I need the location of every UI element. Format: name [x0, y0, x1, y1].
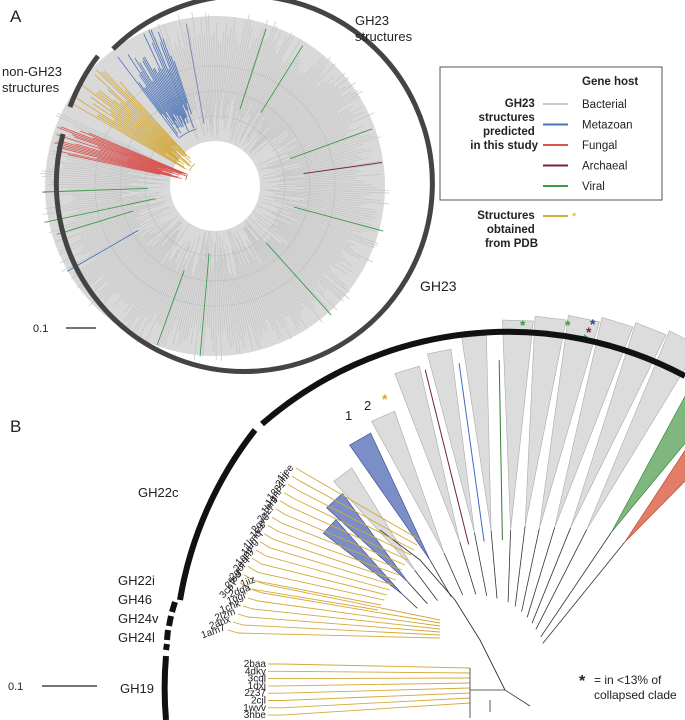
fan-tree-panel-b: *******1jee2ihl13811ghl1hhl2z2f2gv01lzs1…: [200, 314, 685, 720]
pdb-id-label: 1am7: [200, 622, 228, 641]
clade-number-2: 2: [364, 398, 371, 413]
circular-tree-panel-a: [40, 12, 390, 362]
collapsed-clade-11: [371, 410, 445, 554]
clade-marker-6: *: [382, 391, 388, 407]
metazoan-clade: [117, 29, 197, 139]
gh24v-arc: [164, 629, 171, 641]
highlight-branch-5: [265, 242, 332, 316]
highlight-branch-1: [260, 45, 304, 113]
footnote-star: *: [579, 673, 586, 690]
legend-pdb-star: *: [572, 211, 577, 223]
gh19-arc: [161, 655, 169, 720]
gh22i-family-label: GH22i: [118, 573, 155, 588]
highlight-branch-4: [293, 206, 384, 232]
collapsed-clade-0: [624, 449, 685, 543]
panel-a-scale-label: 0.1: [33, 323, 48, 335]
single-leaf-0: [498, 360, 503, 541]
legend-label-fungal: Fungal: [582, 140, 617, 152]
non-gh23-structures-label: non-GH23 structures: [2, 64, 66, 95]
legend-label-metazoan: Metazoan: [582, 120, 633, 132]
tree-core: [170, 141, 260, 231]
gh24v-family-label: GH24v: [118, 611, 159, 626]
pdb-branches: [227, 467, 471, 716]
footnote-text: = in <13% of collapsed clade: [594, 673, 677, 702]
pdb-id-label: 4dky: [245, 666, 266, 677]
clade-marker-2: *: [565, 317, 571, 333]
legend-label-viral: Viral: [582, 181, 605, 193]
collapsed-clade-5: [539, 314, 600, 529]
gh19-family-label: GH19: [120, 681, 154, 696]
highlight-branch-6: [199, 253, 210, 357]
tree-backbone: [379, 529, 506, 691]
highlight-branch-3: [303, 162, 383, 175]
highlight-branch-2: [290, 128, 373, 160]
collapsed-clade-12: [349, 432, 431, 561]
gh24l-arc: [163, 643, 170, 651]
collapsed-clade-7: [502, 319, 534, 531]
gh46-family-label: GH46: [118, 592, 152, 607]
collapsed-clade-8: [461, 335, 492, 531]
gh23-arc: [53, 0, 435, 374]
pdb-id-label: 2cjl: [251, 696, 266, 707]
legend-predicted-label: GH23 structures predicted in this study: [470, 98, 538, 152]
single-leaf-2: [424, 369, 470, 545]
highlight-branch-12: [185, 23, 205, 124]
pdb-id-label: 3cql: [248, 674, 266, 685]
legend-label-bacterial: Bacterial: [582, 99, 627, 111]
collapsed-clade-9: [427, 348, 475, 533]
clade-marker-0: *: [520, 317, 526, 333]
collapsed-clade-6: [524, 315, 567, 527]
gh23-family-label: GH23: [420, 278, 457, 294]
panel-b-scale-label: 0.1: [8, 681, 23, 693]
pdb-structure-clade: [73, 69, 196, 172]
highlight-branch-11: [42, 187, 148, 193]
collapsed-clade-4: [554, 317, 634, 528]
legend-title: Gene host: [582, 76, 638, 88]
clade-marker-3: *: [590, 316, 596, 332]
non-gh23-arc: [67, 54, 100, 108]
highlight-branch-8: [66, 229, 139, 272]
pdb-id-label: 3hbe: [244, 710, 267, 720]
pdb-id-label: 1wvv: [243, 703, 266, 714]
gh23-structures-label: GH23 structures: [355, 13, 413, 44]
fungal-clade: [53, 126, 188, 180]
legend-pdb-label: Structures obtained from PDB: [477, 210, 538, 250]
gh46-arc: [166, 615, 174, 627]
pdb-id-label: 2z37: [244, 688, 266, 699]
highlight-branch-0: [239, 28, 267, 110]
legend-label-archaeal: Archaeal: [582, 161, 627, 173]
legend-box: [439, 66, 663, 201]
clade-number-1: 1: [345, 408, 352, 423]
collapsed-clade-3: [570, 322, 667, 528]
collapsed-clade-1: [610, 395, 685, 533]
panel-a-letter: A: [10, 7, 22, 26]
pdb-id-label: 1iiz: [239, 574, 257, 589]
pdb-id-label: 1dxj: [248, 681, 266, 692]
gh24l-family-label: GH24l: [118, 630, 155, 645]
highlight-branch-9: [56, 210, 134, 235]
highlight-branch-7: [156, 270, 185, 346]
gh22c-family-label: GH22c: [138, 485, 179, 500]
single-leaf-1: [458, 363, 485, 542]
highlight-branch-10: [44, 198, 156, 223]
gh23-outer-arc: [260, 328, 685, 427]
collapsed-clade-2: [586, 330, 685, 530]
clade-marker-4: *: [586, 324, 592, 340]
bacterial-branches: [40, 12, 390, 362]
panel-b-letter: B: [10, 417, 21, 436]
collapsed-clade-10: [394, 365, 460, 542]
pdb-id-label: 2baa: [244, 659, 267, 670]
gh22c-outer-arc: [177, 428, 258, 601]
gh22i-arc: [169, 601, 178, 613]
